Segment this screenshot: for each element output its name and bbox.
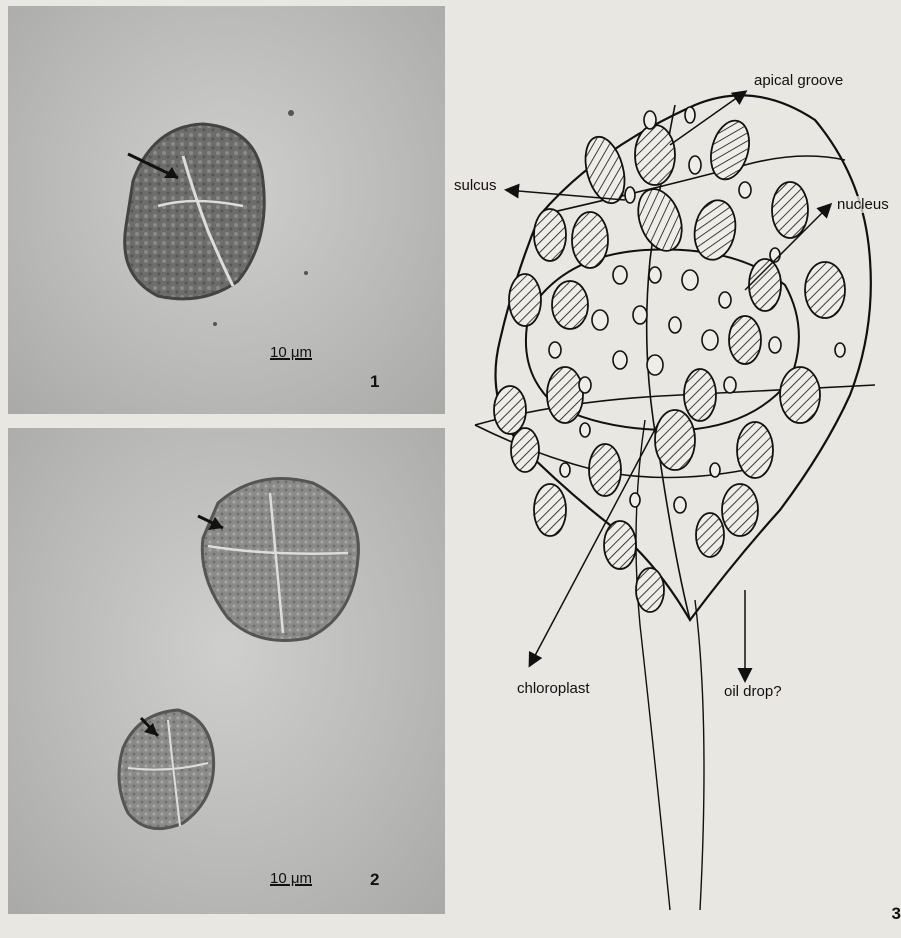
scale-bar-label-1: 10 μm xyxy=(270,344,312,361)
micrograph-panel-1: 10 μm 1 xyxy=(8,6,445,414)
label-nucleus: nucleus xyxy=(835,196,891,213)
panel-number-2: 2 xyxy=(370,870,379,890)
label-apical-groove: apical groove xyxy=(752,72,845,89)
cell-line-diagram xyxy=(445,0,901,938)
micrograph-panel-2: 10 μm 2 xyxy=(8,428,445,914)
panel-number-1: 1 xyxy=(370,372,379,392)
label-sulcus: sulcus xyxy=(452,177,499,194)
scale-bar-label-2: 10 μm xyxy=(270,870,312,887)
label-oil-drop: oil drop? xyxy=(722,683,784,700)
label-chloroplast: chloroplast xyxy=(515,680,592,697)
cell-micrograph-2 xyxy=(8,428,445,914)
chloroplasts xyxy=(494,116,845,612)
figure-number-3: 3 xyxy=(892,904,901,924)
cell-micrograph-1 xyxy=(8,6,445,414)
